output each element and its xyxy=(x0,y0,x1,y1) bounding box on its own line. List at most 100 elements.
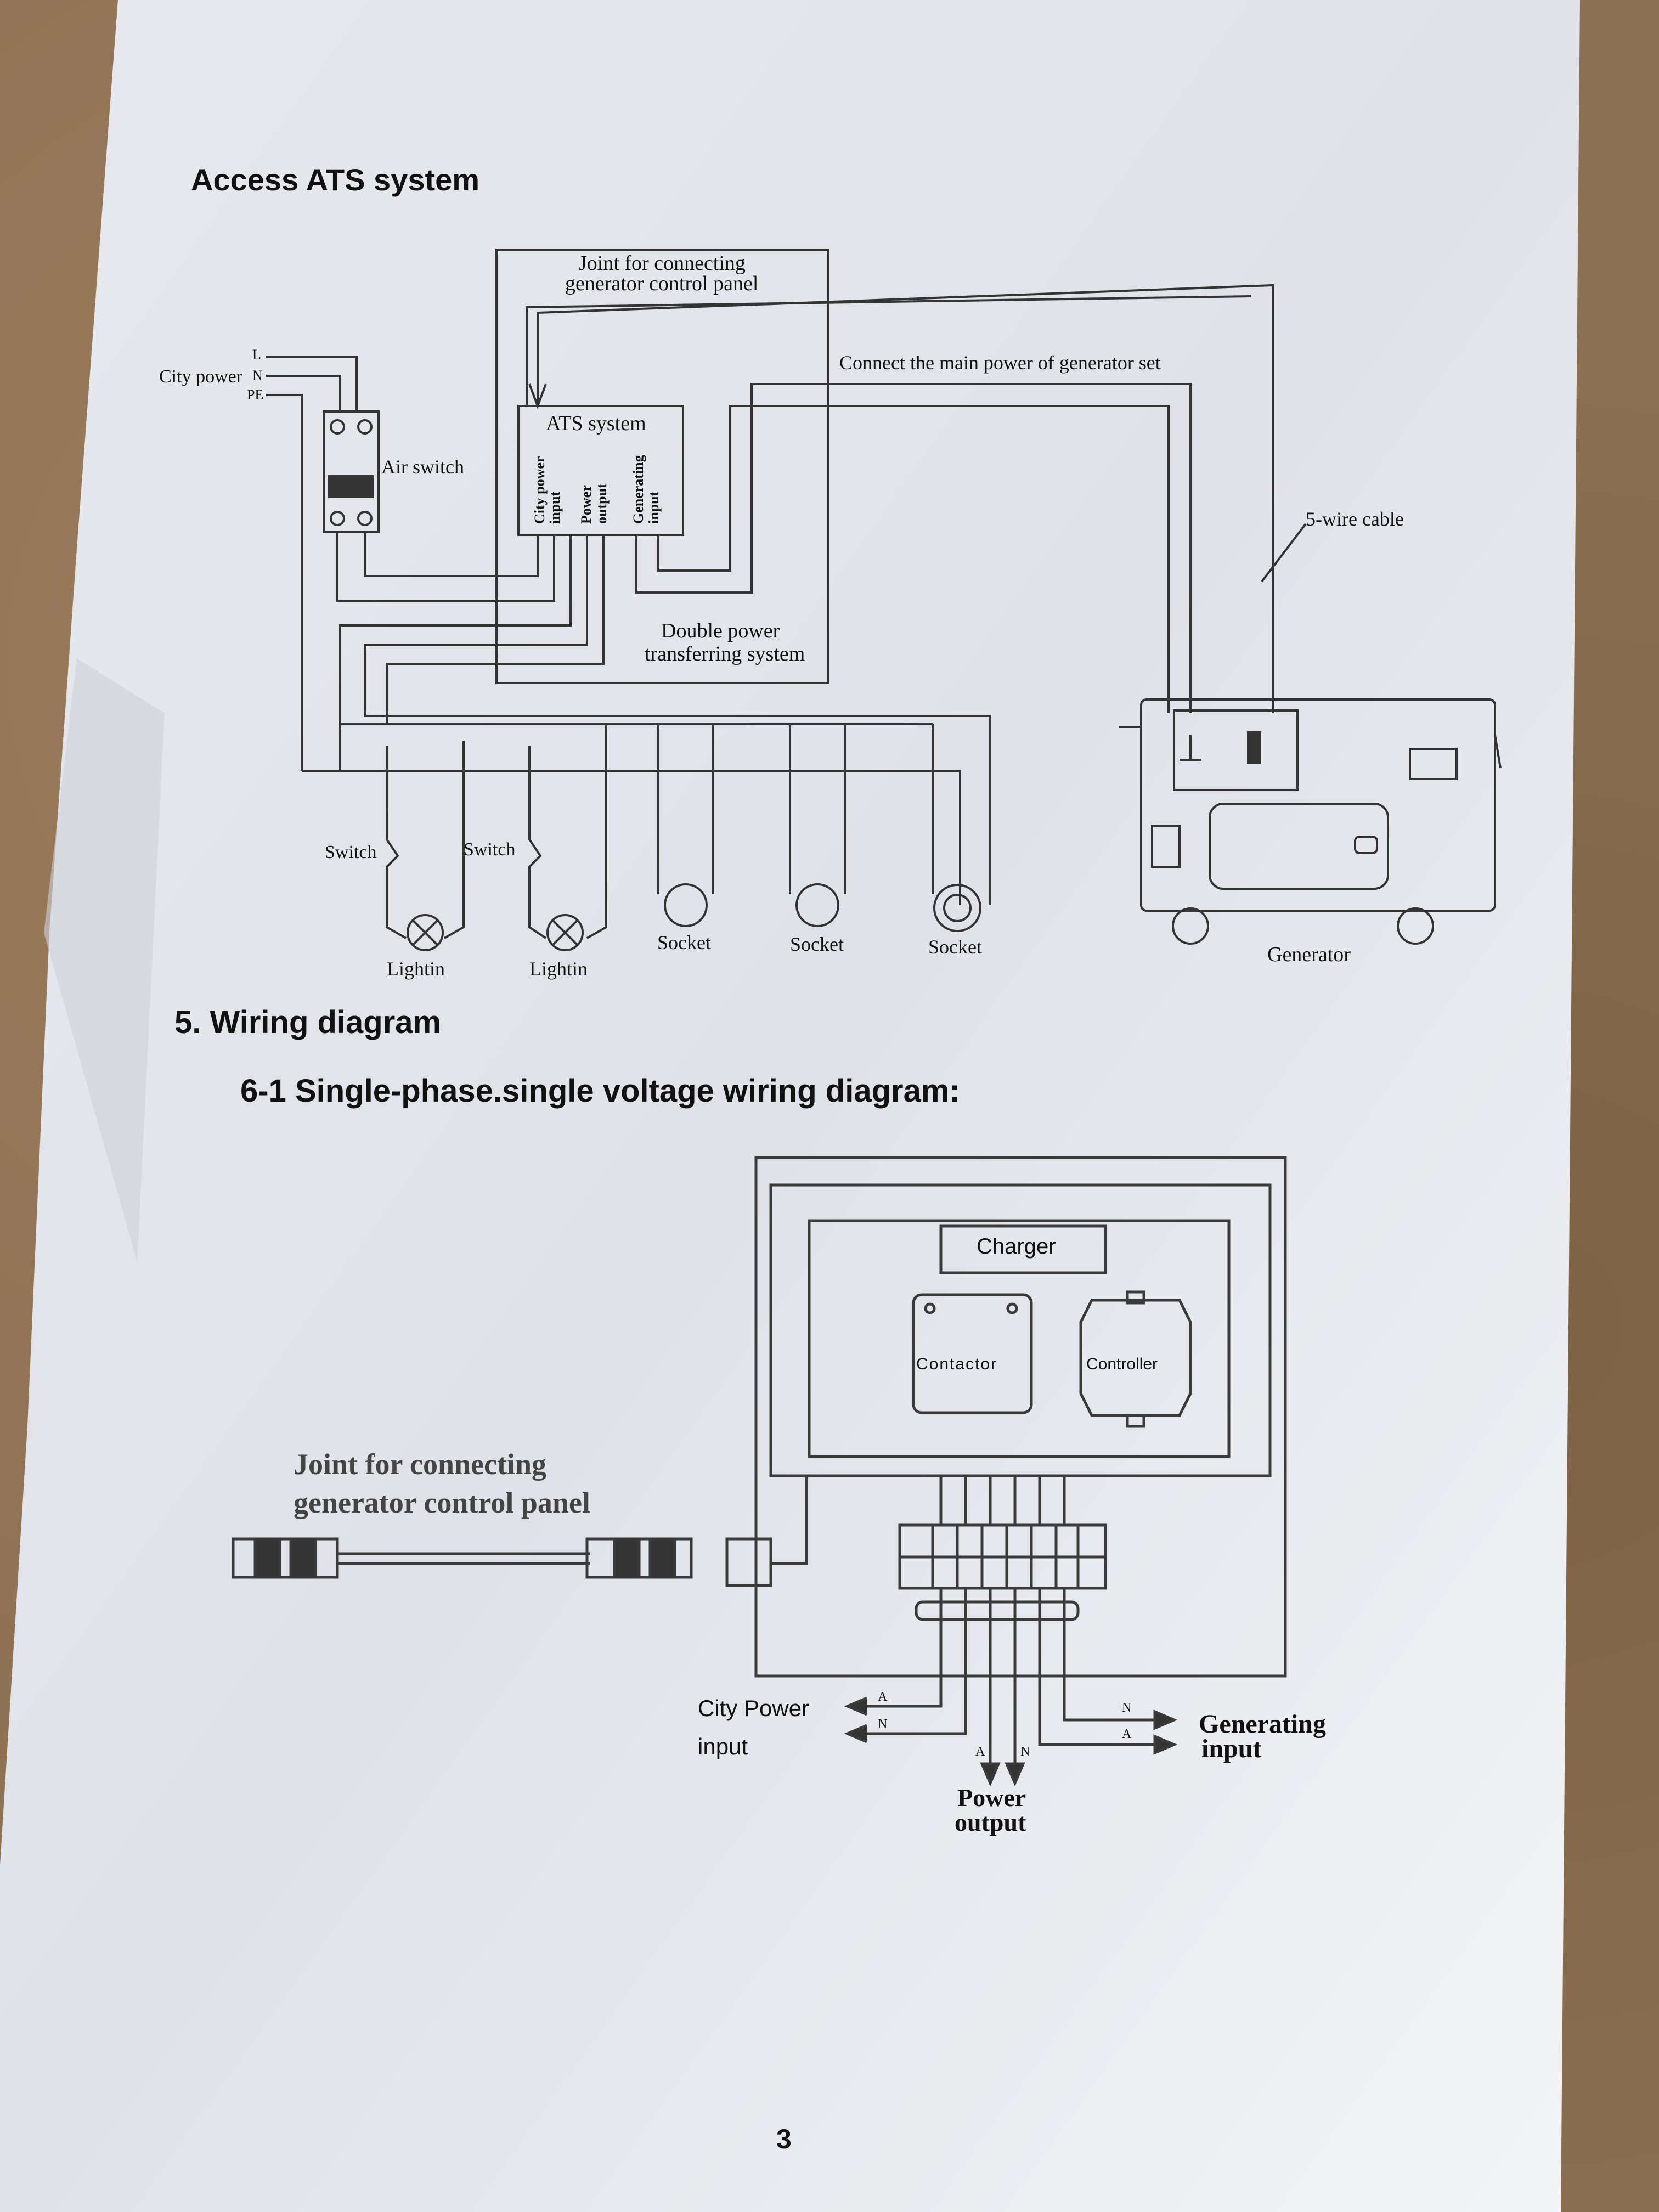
air-switch-screw xyxy=(357,511,373,526)
air-switch-screw xyxy=(330,419,345,435)
air-switch-label: Air switch xyxy=(381,456,464,478)
lighting-1-bulb xyxy=(407,914,444,951)
switch-2-wire xyxy=(528,746,547,939)
switch-1-label: Switch xyxy=(325,842,377,862)
ats-system-label: ATS system xyxy=(546,412,646,435)
ats-generating-input-1: Generating xyxy=(630,455,646,524)
joint-cable xyxy=(337,1552,590,1565)
generating-input-label-1: Generating xyxy=(1199,1709,1326,1739)
contactor-screw xyxy=(1006,1302,1018,1314)
lighting-2-bulb xyxy=(546,914,584,951)
wiring-diagram-6-1 xyxy=(232,1156,1287,1787)
paper-shadow xyxy=(44,658,165,1262)
panel-wires xyxy=(939,1476,1066,1525)
generator-label: Generator xyxy=(1267,943,1351,966)
five-wire-cable-leader xyxy=(1261,523,1307,583)
paper-sheet xyxy=(0,0,1580,2212)
city-wire-N-label: N xyxy=(878,1717,888,1731)
page-number: 3 xyxy=(776,2124,792,2154)
joint-plug-left xyxy=(232,1537,339,1579)
double-power-system-box xyxy=(495,249,830,684)
controller-label: Controller xyxy=(1086,1355,1158,1373)
control-panel-inner xyxy=(808,1219,1231,1458)
generator-wheel xyxy=(1397,907,1434,945)
joint-plug-right-band2 xyxy=(648,1537,676,1579)
socket-1-label: Socket xyxy=(657,932,711,953)
ats-output-wire xyxy=(364,535,991,905)
city-power-arrow xyxy=(844,1696,867,1743)
line-PE-label: PE xyxy=(247,387,264,403)
generator-handle xyxy=(1119,726,1502,769)
air-switch-screw xyxy=(357,419,373,435)
joint-plug-right-band xyxy=(613,1537,641,1579)
generator-cap xyxy=(1354,836,1378,854)
generator-panel xyxy=(1173,709,1299,791)
joint-control-wire xyxy=(526,295,1251,406)
socket-3-inner xyxy=(943,894,972,922)
city-power-label: City power xyxy=(159,366,243,387)
lighting-2-cross xyxy=(551,919,579,946)
heading-wiring-diagram: 5. Wiring diagram xyxy=(174,1005,442,1040)
switch-1-wire xyxy=(386,746,407,939)
ats-city-power-input-1: City power xyxy=(532,456,548,524)
contactor-box xyxy=(912,1293,1033,1414)
city-power-wire-PE xyxy=(266,394,303,771)
gen-wire-N-label: N xyxy=(1122,1701,1132,1715)
generator-output-jack xyxy=(1247,731,1261,764)
generator-window xyxy=(1209,803,1389,890)
generator-plug xyxy=(1180,735,1201,761)
contactor-label: Contactor xyxy=(916,1355,998,1373)
line-L-label: L xyxy=(252,347,261,363)
ats-joint-label-2: generator control panel xyxy=(565,272,759,295)
double-power-label-1: Double power xyxy=(661,619,780,642)
control-panel-frame xyxy=(769,1183,1272,1477)
controller-shape xyxy=(1079,1299,1192,1417)
ats-power-output: Power output xyxy=(578,483,610,524)
lighting-2-return xyxy=(586,724,607,939)
gen-input-wire-A xyxy=(1038,1588,1169,1746)
generating-input-label-2: input xyxy=(1201,1734,1262,1763)
socket-1 xyxy=(664,883,708,927)
city-power-wire-N xyxy=(853,1588,967,1735)
joint-arrow xyxy=(528,383,547,409)
ats-joint-label-1: Joint for connecting xyxy=(579,252,746,275)
gen-input-wire xyxy=(657,405,1170,713)
socket-3-label: Socket xyxy=(928,936,982,958)
panel-connector-wire xyxy=(771,1476,808,1565)
gen-input-arrow xyxy=(1153,1709,1178,1755)
connect-main-power-label: Connect the main power of generator set xyxy=(839,352,1161,374)
ground-bar xyxy=(915,1600,1080,1621)
air-switch-lever xyxy=(328,475,374,498)
ats-city-power-input: City power input xyxy=(532,456,563,524)
five-wire-cable-label: 5-wire cable xyxy=(1306,508,1404,530)
gen-input-wire xyxy=(635,383,1192,713)
ats-generating-input: Generating input xyxy=(630,455,662,524)
lighting-2-label: Lightin xyxy=(529,958,588,980)
heading-access-ats: Access ATS system xyxy=(191,162,480,197)
double-power-label-2: transferring system xyxy=(645,642,805,665)
power-output-wire xyxy=(989,1588,1017,1778)
socket-2 xyxy=(795,883,839,927)
socket-1-wire xyxy=(657,724,714,894)
air-switch-screw xyxy=(330,511,345,526)
joint-plug-left-band2 xyxy=(289,1537,317,1579)
generator-fuel-gauge xyxy=(1151,825,1181,868)
power-output-label-2: output xyxy=(955,1808,1026,1836)
power-output-label-1: Power xyxy=(957,1784,1026,1812)
switch-2-label: Switch xyxy=(464,839,516,860)
air-to-ats-wire xyxy=(336,532,555,602)
socket-2-wire xyxy=(789,724,846,894)
city-power-wire-L xyxy=(266,356,358,411)
line-N-label: N xyxy=(252,368,263,383)
controller-tab xyxy=(1126,1414,1146,1428)
ats-power-output-1: Power xyxy=(578,485,594,524)
gen-wire-A-label: A xyxy=(1122,1727,1132,1741)
socket-2-label: Socket xyxy=(790,933,844,955)
generator-body xyxy=(1140,698,1496,912)
joint-label-1: Joint for connecting xyxy=(294,1448,546,1481)
ats-output-wire xyxy=(386,535,605,724)
ats-power-output-2: output xyxy=(594,483,610,524)
heading-single-phase: 6-1 Single-phase.single voltage wiring d… xyxy=(240,1073,960,1109)
ats-city-power-input-2: input xyxy=(547,491,563,524)
output-wire-N-label: N xyxy=(1020,1745,1030,1759)
